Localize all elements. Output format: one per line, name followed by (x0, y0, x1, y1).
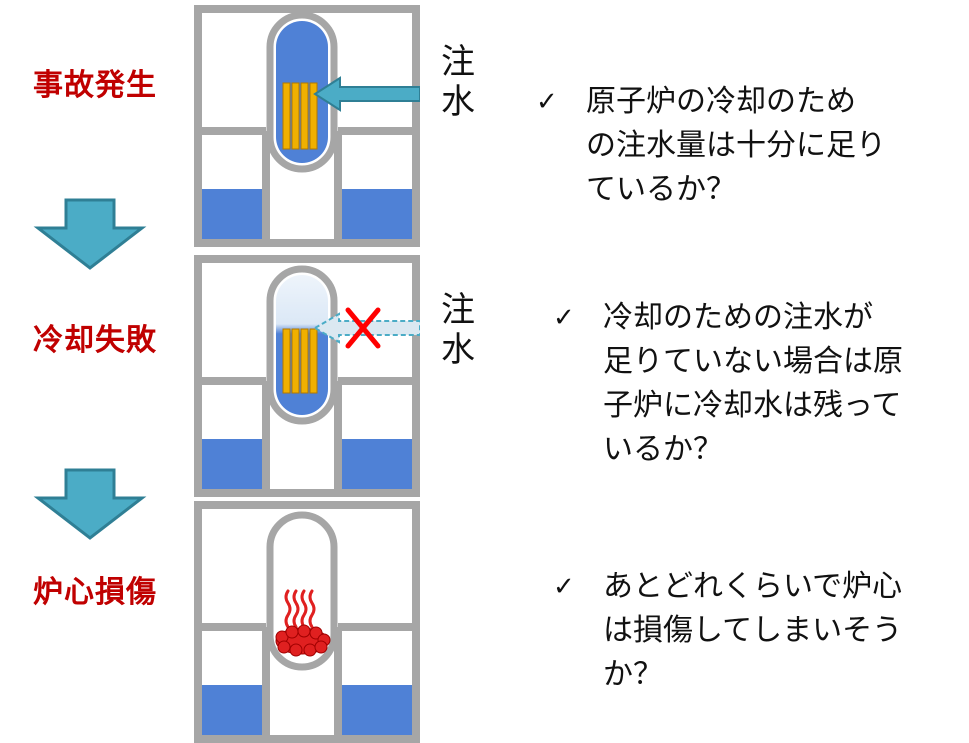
check-icon: ✓ (553, 572, 575, 602)
stage-label-core-damage: 炉心損傷 (33, 575, 157, 610)
reactor-diagram-accident (194, 5, 420, 247)
question-text: 冷却のための注水が 足りていない場合は原 子炉に冷却水は残って いるか？ (603, 300, 903, 467)
water-injection-label: 注 水 (441, 42, 475, 122)
reactor-diagram-cooling-failure (194, 255, 420, 497)
check-icon: ✓ (553, 303, 575, 333)
stage-label-cooling-failure: 冷却失敗 (33, 323, 157, 358)
water-injection-label: 注 水 (441, 290, 475, 370)
question-text: あとどれくらいで炉心 は損傷してしまいそう か？ (603, 569, 903, 692)
reactor-diagram-core-damage (194, 501, 420, 743)
down-arrow-icon (33, 468, 147, 540)
question-text: 原子炉の冷却のため の注水量は十分に足り ているか？ (586, 84, 886, 207)
check-icon: ✓ (536, 87, 558, 117)
down-arrow-icon (33, 198, 147, 270)
stage-label-accident: 事故発生 (33, 68, 157, 103)
